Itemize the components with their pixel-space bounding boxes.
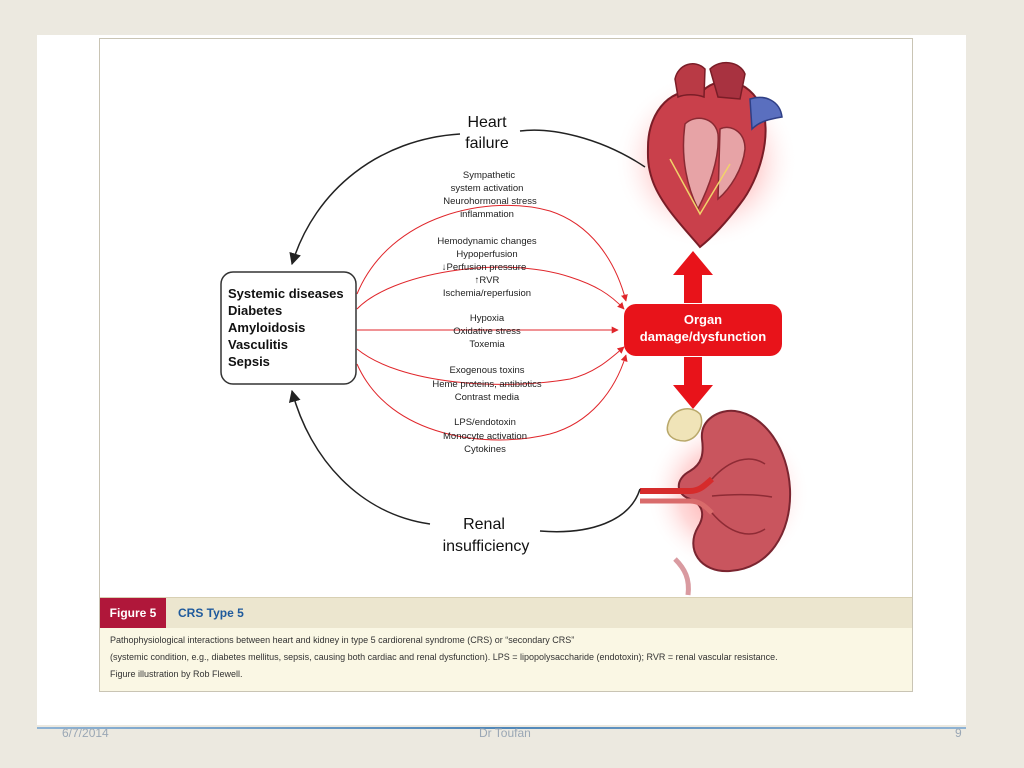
renal-link-line	[539, 488, 641, 533]
mechanism-arrows	[356, 204, 628, 441]
renal-insufficiency-label: Renal	[463, 516, 505, 533]
mechanism-text: LPS/endotoxin	[454, 417, 516, 428]
caption-line: (systemic condition, e.g., diabetes mell…	[110, 652, 778, 662]
organ-damage-label: Organ	[684, 312, 722, 327]
footer-date: 6/7/2014	[62, 726, 109, 740]
systemic-item: Sepsis	[228, 354, 270, 369]
mechanism-text: Hypoperfusion	[456, 249, 517, 260]
systemic-item: Amyloidosis	[228, 320, 305, 335]
mechanism-text: Sympathetic	[463, 170, 516, 181]
red-arrow-5	[356, 354, 628, 441]
systemic-item: Diabetes	[228, 303, 282, 318]
caption-line: Figure illustration by Rob Flewell.	[110, 669, 243, 679]
red-arrow-4	[356, 346, 625, 385]
figure-panel: Systemic diseases Diabetes Amyloidosis V…	[99, 38, 913, 692]
red-arrow-2	[356, 266, 625, 310]
figure-title: CRS Type 5	[178, 606, 244, 620]
footer-rule	[37, 727, 966, 729]
organ-damage-label: damage/dysfunction	[640, 329, 766, 344]
red-arrow-1	[356, 204, 628, 302]
mechanism-text: inflammation	[460, 209, 514, 220]
mechanism-text: Oxidative stress	[453, 326, 521, 337]
kidney-illustration	[640, 408, 810, 596]
caption-line: Pathophysiological interactions between …	[110, 635, 575, 645]
mechanism-text: Ischemia/reperfusion	[443, 288, 531, 299]
mechanism-text: Heme proteins, antibiotics	[432, 379, 542, 390]
arrow-heart-to-systemic	[289, 133, 461, 266]
mechanism-text: ↑RVR	[475, 275, 500, 286]
mechanism-text: ↓Perfusion pressure	[442, 262, 526, 273]
renal-insufficiency-label: insufficiency	[443, 538, 530, 555]
systemic-item: Vasculitis	[228, 337, 288, 352]
heart-illustration	[614, 62, 798, 249]
heart-link-line	[519, 129, 646, 168]
mechanism-text: Cytokines	[464, 444, 506, 455]
heart-failure-label: failure	[465, 135, 509, 152]
mechanism-text: Hemodynamic changes	[437, 236, 537, 247]
mechanism-text: Hypoxia	[470, 313, 505, 324]
mechanism-text: Monocyte activation	[443, 431, 527, 442]
arrow-renal-to-systemic	[288, 389, 431, 525]
systemic-diseases-box	[220, 271, 357, 385]
mechanism-text: system activation	[451, 183, 524, 194]
figure-number: Figure 5	[100, 598, 166, 628]
footer-author: Dr Toufan	[479, 726, 531, 740]
mechanism-text: Exogenous toxins	[450, 365, 525, 376]
heart-failure-label: Heart	[467, 114, 507, 131]
caption-header: Figure 5 CRS Type 5	[100, 597, 912, 628]
systemic-item: Systemic diseases	[228, 286, 344, 301]
mechanism-text: Contrast media	[455, 392, 520, 403]
diagram-canvas: Systemic diseases Diabetes Amyloidosis V…	[220, 62, 810, 596]
mechanism-text: Toxemia	[469, 339, 505, 350]
organ-damage-box	[624, 304, 782, 356]
caption-body: Pathophysiological interactions between …	[100, 628, 912, 691]
mechanism-text: Neurohormonal stress	[443, 196, 537, 207]
double-arrow	[673, 251, 713, 409]
footer-page-number: 9	[955, 726, 962, 740]
